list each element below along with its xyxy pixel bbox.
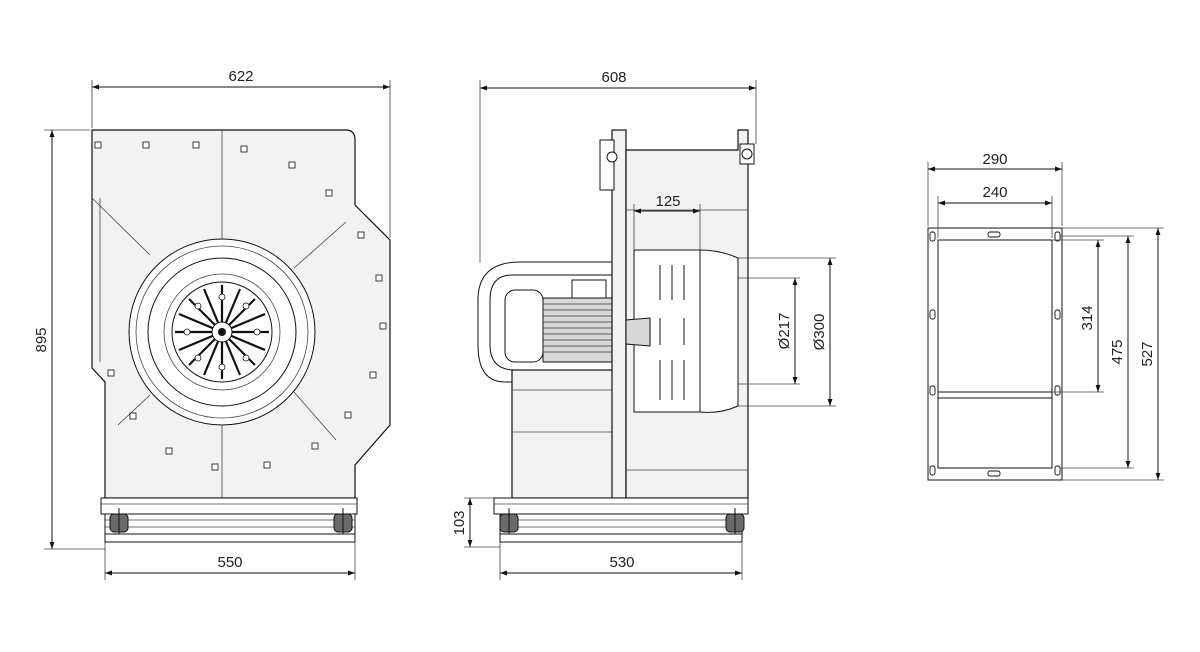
flange-dimensions: 290 240 314 475 527 bbox=[927, 151, 1164, 481]
anti-vibration-mounts bbox=[109, 508, 353, 540]
dim-flange-inner-height: 314 bbox=[1079, 305, 1096, 330]
dim-side-inlet-inner-dia: Ø217 bbox=[776, 313, 793, 350]
front-dimensions: 622 895 550 bbox=[33, 68, 391, 580]
terminal-box bbox=[571, 279, 607, 299]
housing-rivets bbox=[94, 141, 387, 471]
flange-holes bbox=[929, 231, 1061, 477]
dim-flange-hole-height: 475 bbox=[1109, 339, 1126, 364]
motor-fins bbox=[543, 303, 613, 353]
front-view bbox=[91, 129, 391, 543]
dim-flange-outer-height: 527 bbox=[1139, 341, 1156, 366]
dim-flange-hole-width: 240 bbox=[982, 184, 1007, 201]
impeller-bolts bbox=[183, 293, 261, 371]
side-dimensions: 608 125 Ø217 Ø300 103 530 bbox=[451, 69, 836, 580]
dim-flange-outer-width: 290 bbox=[982, 151, 1007, 168]
side-view bbox=[477, 129, 755, 543]
hub-side bbox=[625, 317, 651, 347]
dim-side-width-top: 608 bbox=[601, 69, 626, 86]
outlet-flange-view bbox=[927, 227, 1063, 481]
dim-side-inlet-outer-dia: Ø300 bbox=[811, 314, 828, 351]
dim-side-base-height: 103 bbox=[451, 510, 468, 535]
side-base-frame bbox=[493, 497, 749, 515]
motor-endcap bbox=[504, 289, 544, 363]
impeller-section-blades bbox=[659, 265, 685, 400]
dim-side-inlet-depth: 125 bbox=[655, 193, 680, 210]
dim-front-height: 895 bbox=[33, 327, 50, 352]
motor-body bbox=[542, 297, 614, 363]
side-housing-lower bbox=[511, 369, 626, 499]
dim-front-base-width: 550 bbox=[217, 554, 242, 571]
flange-opening bbox=[937, 239, 1053, 393]
dim-side-base-width: 530 bbox=[609, 554, 634, 571]
base-frame bbox=[100, 497, 358, 515]
dim-front-width-top: 622 bbox=[228, 68, 253, 85]
inlet-cone bbox=[699, 249, 739, 413]
